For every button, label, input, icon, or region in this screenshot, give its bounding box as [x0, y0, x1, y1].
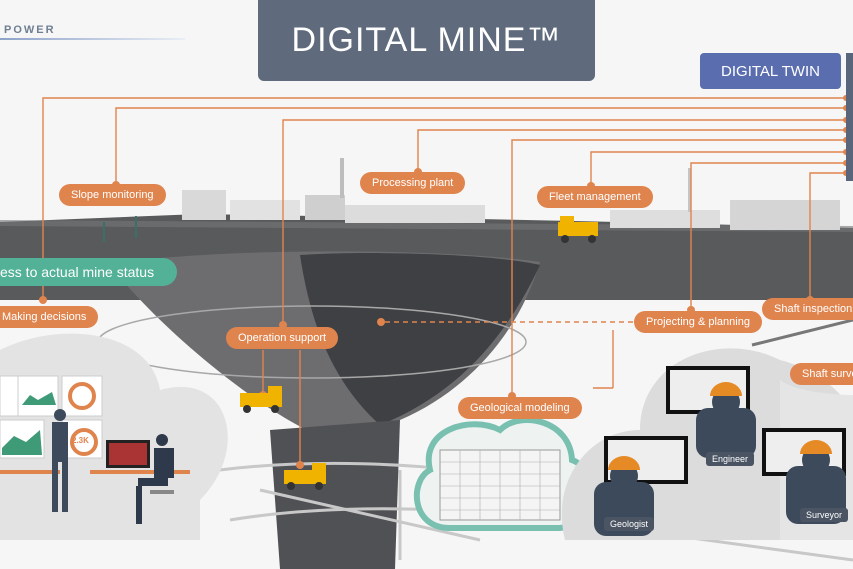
making-decisions-label[interactable]: Making decisions	[0, 306, 99, 328]
surveyor-label: Surveyor	[800, 508, 849, 522]
shaft-column	[270, 420, 400, 569]
engineer-figure	[696, 382, 756, 458]
twin-connector-bar	[846, 53, 853, 181]
haul-truck-icon	[240, 386, 282, 413]
brand-underline	[0, 38, 185, 40]
page-title: DIGITAL MINE™	[258, 0, 595, 81]
actual-status-banner[interactable]: ess to actual mine status	[0, 258, 177, 286]
person-icon	[52, 409, 68, 512]
projecting-planning-label[interactable]: Projecting & planning	[634, 311, 762, 333]
digital-twin-badge[interactable]: DIGITAL TWIN	[700, 53, 841, 89]
shaft-inspection-label[interactable]: Shaft inspection	[762, 298, 853, 320]
brand-name: POWER	[4, 24, 56, 36]
slope-monitoring-label[interactable]: Slope monitoring	[59, 184, 166, 206]
geologist-label: Geologist	[604, 517, 655, 531]
operation-support-label[interactable]: Operation support	[226, 327, 339, 349]
haul-truck-icon	[558, 216, 598, 243]
geological-modeling-label[interactable]: Geological modeling	[458, 397, 582, 419]
monitoring-station-icon	[103, 216, 137, 242]
person-icon	[136, 434, 174, 524]
dashboard-kpi: 2.3K	[72, 436, 89, 445]
shaft-survey-label[interactable]: Shaft surve	[790, 363, 853, 385]
engineer-label: Engineer	[706, 452, 755, 466]
fleet-management-label[interactable]: Fleet management	[537, 186, 653, 208]
processing-plant-label[interactable]: Processing plant	[360, 172, 466, 194]
haul-truck-icon	[284, 463, 326, 490]
